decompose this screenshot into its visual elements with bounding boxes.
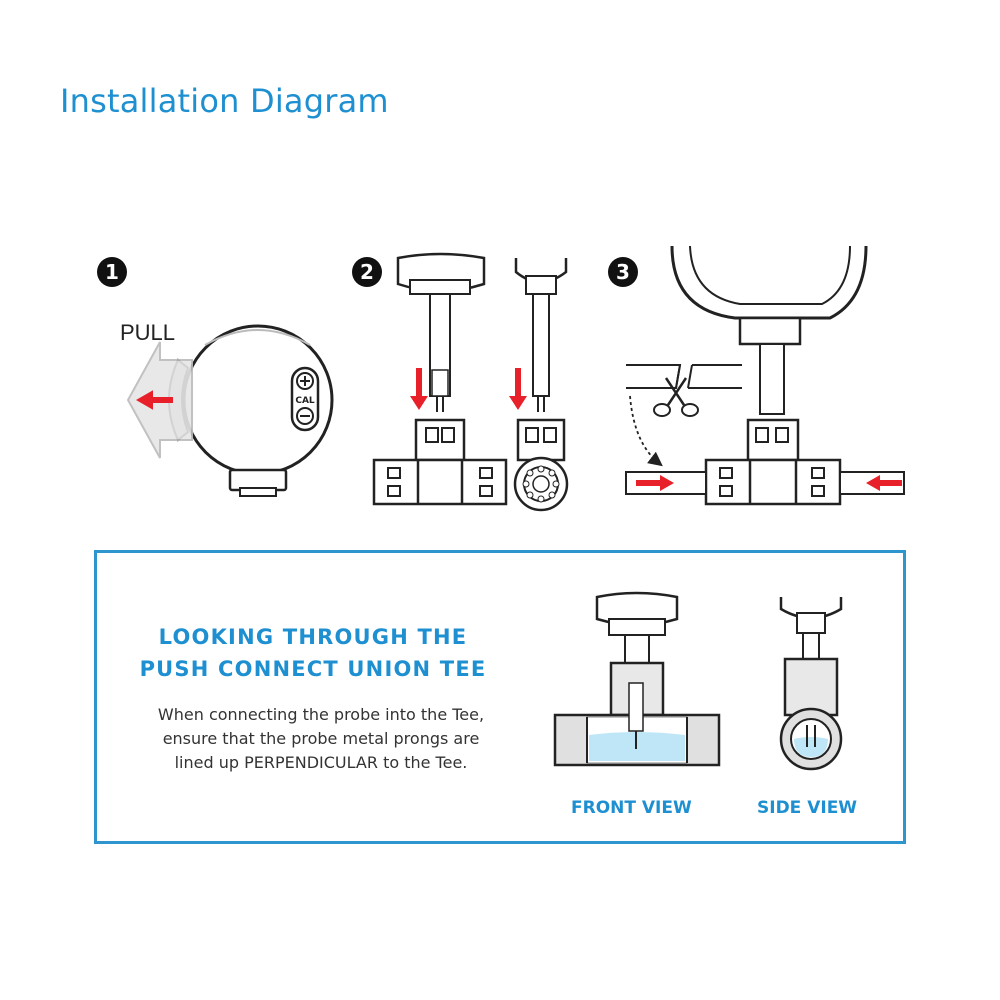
tube-cut-right <box>688 364 742 389</box>
view-illustrations <box>553 591 843 771</box>
body-line-1: When connecting the probe into the Tee, <box>157 705 485 724</box>
front-view-label: FRONT VIEW <box>571 798 692 818</box>
step-1-number: 1 <box>105 260 119 284</box>
down-arrow-icon <box>410 368 428 410</box>
down-arrow-side-icon <box>509 368 527 410</box>
push-arrow-left-icon <box>636 475 674 491</box>
side-view-illustration <box>779 597 843 771</box>
page-title: Installation Diagram <box>60 82 389 120</box>
tee-step3 <box>704 418 842 506</box>
step-3: 3 <box>608 245 905 506</box>
water-side <box>794 737 828 757</box>
step-1-badge <box>97 257 127 287</box>
cal-label: CAL <box>295 396 315 406</box>
scissors-icon <box>653 377 699 417</box>
step-2-number: 2 <box>360 260 374 284</box>
heading-line-2: PUSH CONNECT UNION TEE <box>139 657 487 681</box>
probe-side-shaft <box>532 293 550 397</box>
curved-dashed-arrow <box>629 395 663 467</box>
body-line-3: lined up PERPENDICULAR to the Tee. <box>174 753 468 772</box>
tube-cut-left <box>626 364 682 389</box>
step-3-badge <box>608 257 638 287</box>
step-3-number: 3 <box>616 260 630 284</box>
push-arrow-right-icon <box>866 475 902 491</box>
heading-line-1: LOOKING THROUGH THE <box>158 625 468 649</box>
step-1: 1 PULL CAL <box>97 257 334 497</box>
side-view-label: SIDE VIEW <box>757 798 858 818</box>
pull-label: PULL <box>120 320 175 345</box>
front-view-illustration <box>553 591 721 767</box>
body-line-2: ensure that the probe metal prongs are <box>162 729 480 748</box>
step-2-badge <box>352 257 382 287</box>
tee-front <box>372 418 508 506</box>
step-2: 2 <box>352 252 569 512</box>
probe-shaft-step3 <box>759 343 785 415</box>
meter-large <box>670 245 868 320</box>
red-arrow-icon <box>135 390 173 410</box>
info-box: LOOKING THROUGH THE PUSH CONNECT UNION T… <box>94 550 906 844</box>
tee-side <box>513 418 569 512</box>
info-body: When connecting the probe into the Tee, … <box>141 703 501 775</box>
